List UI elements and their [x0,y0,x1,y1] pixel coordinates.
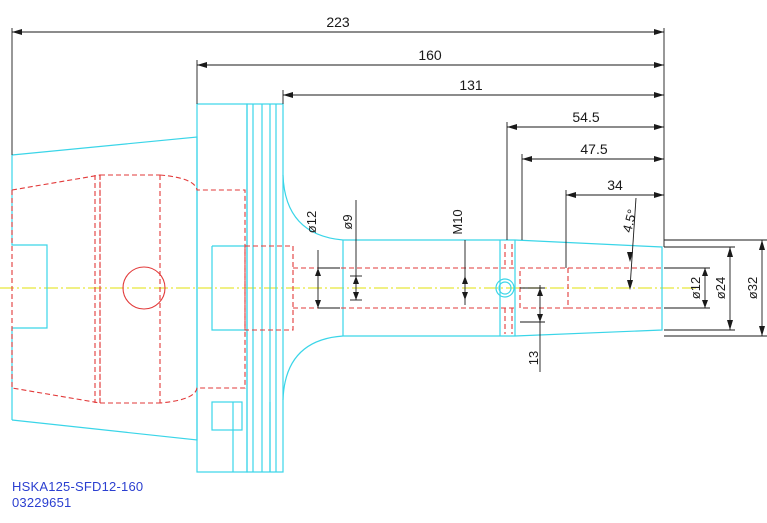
article-number-label: 03229651 [12,495,71,510]
dim-160-text: 160 [418,47,442,63]
body-outline [282,174,663,401]
dim-thread-text: M10 [450,209,465,234]
dim-47-5-text: 47.5 [580,141,607,157]
dim-223-text: 223 [326,14,350,30]
arrowheads [12,29,765,336]
dim-131-text: 131 [459,77,483,93]
dim-screw-offset-text: 13 [526,351,541,365]
cross-hole-circle [122,266,166,310]
dim-bore-dia-text: ø12 [304,211,319,233]
dim-taper-angle-text: 4.5° [619,208,640,234]
dim-collar-dia-text: ø32 [745,277,760,299]
flange-outline [196,103,284,473]
screw-head-icon [495,278,515,298]
part-number-label: HSKA125-SFD12-160 [12,479,143,494]
dimension-lines [11,28,767,372]
dim-nose-dia-text: ø24 [713,277,728,299]
dim-34-text: 34 [607,177,623,193]
dim-54-5-text: 54.5 [572,109,599,125]
dim-nose-bore-text: ø12 [688,277,703,299]
dim-inner-dia-text: ø9 [340,214,355,229]
hidden-lines [11,174,662,404]
